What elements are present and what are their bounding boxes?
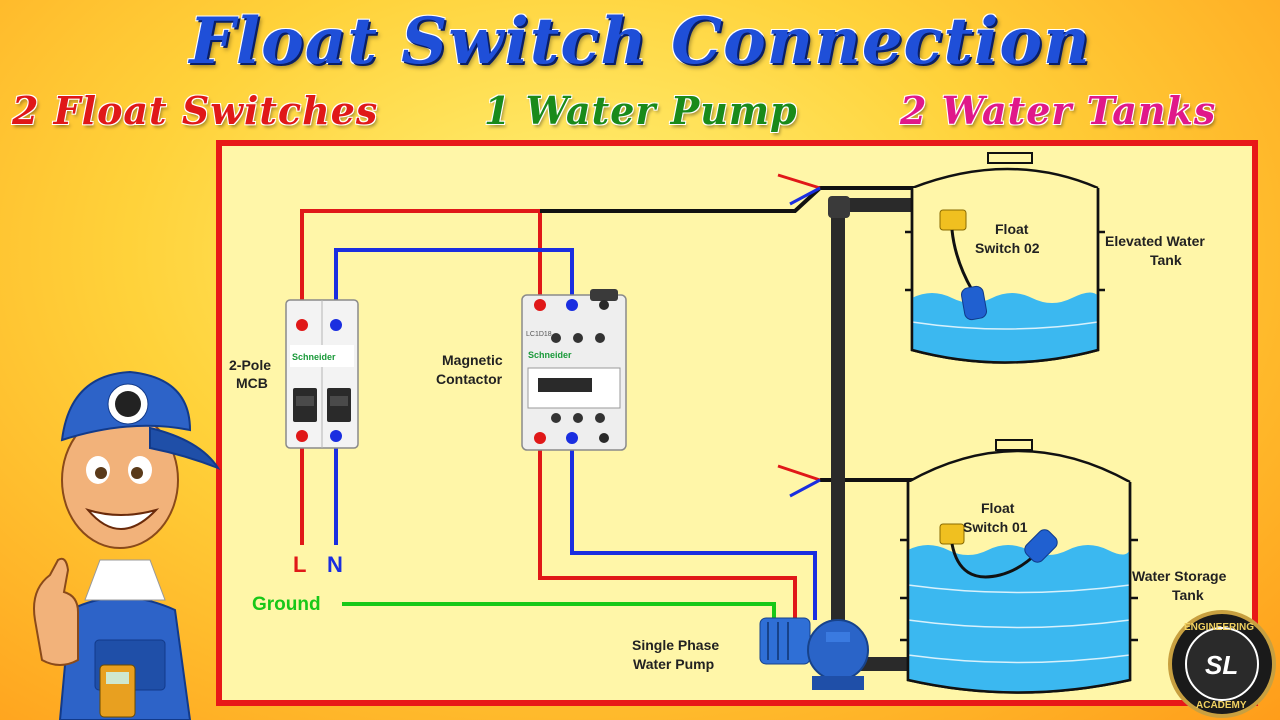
float-switch-02 <box>939 209 988 321</box>
contactor-terminal-top-3 <box>599 300 609 310</box>
float-switch-02-label-line2: Switch 02 <box>975 240 1040 256</box>
storage-tank-label-line2: Tank <box>1172 587 1204 603</box>
contactor-terminal-bottom-2 <box>566 432 578 444</box>
elevated-tank-water <box>912 292 1098 363</box>
float-switch-01 <box>939 523 1058 579</box>
ground-label: Ground <box>252 594 321 615</box>
technician-mascot <box>33 370 221 720</box>
mcb-label-line2: MCB <box>236 375 268 391</box>
mcb: Schneider <box>285 299 359 449</box>
mcb-label-line1: 2-Pole <box>229 357 271 373</box>
pump-label-line2: Water Pump <box>633 656 714 672</box>
elevated-tank-label-line1: Elevated Water <box>1105 233 1205 249</box>
pipe-elbow <box>828 196 850 218</box>
subtitle-water-tanks: 2 Water Tanks <box>900 88 1217 133</box>
page-title: Float Switch Connection <box>189 4 1091 79</box>
logo-monogram: SL <box>1205 650 1238 680</box>
subtitle-float-switches: 2 Float Switches <box>12 88 379 133</box>
contactor-terminal-bottom-3 <box>599 433 609 443</box>
contactor-terminal-bottom-1 <box>534 432 546 444</box>
neutral-wire-contactor-to-pump <box>570 440 817 620</box>
mcb-terminal-bottom-live <box>296 430 308 442</box>
mcb-terminal-top-live <box>296 319 308 331</box>
wires <box>300 186 954 620</box>
live-label: L <box>293 552 306 577</box>
incoming-wire-bottom <box>777 464 821 498</box>
mcb-brand: Schneider <box>292 352 336 362</box>
float-switch-01-label-line1: Float <box>981 500 1015 516</box>
pump-label-line1: Single Phase <box>632 637 719 653</box>
mcb-terminal-top-neutral <box>330 319 342 331</box>
contactor-model: LC1D18 <box>526 331 552 338</box>
contactor-brand: Schneider <box>528 350 572 360</box>
elevated-water-tank <box>905 152 1105 364</box>
neutral-wire-mcb-to-contactor <box>334 248 574 325</box>
engineering-academy-logo: ENGINEERING SL ACADEMY <box>1168 610 1276 718</box>
ground-wire <box>342 602 776 620</box>
storage-tank-water <box>908 545 1130 693</box>
incoming-wire-top <box>777 173 821 206</box>
contactor-terminal-top-1 <box>534 299 546 311</box>
neutral-label: N <box>327 552 343 577</box>
contactor-label-line1: Magnetic <box>442 352 503 368</box>
logo-text-bottom: ACADEMY <box>1196 700 1247 711</box>
contactor-label-line2: Contactor <box>436 371 503 387</box>
magnetic-contactor: LC1D18 Schneider <box>521 289 627 451</box>
pipes <box>831 198 918 671</box>
contactor-terminal-top-2 <box>566 299 578 311</box>
subtitle-water-pump: 1 Water Pump <box>484 88 798 133</box>
mcb-terminal-bottom-neutral <box>330 430 342 442</box>
live-wire-mcb-to-contactor <box>300 209 542 325</box>
water-pump <box>759 617 869 690</box>
live-wire-contactor-to-pump <box>538 440 797 620</box>
float-switch-01-label-line2: Switch 01 <box>963 519 1028 535</box>
riser-pipe <box>831 198 918 640</box>
storage-tank-label-line1: Water Storage <box>1132 568 1227 584</box>
logo-text-top: ENGINEERING <box>1184 622 1254 633</box>
float-switch-02-label-line1: Float <box>995 221 1029 237</box>
elevated-tank-label-line2: Tank <box>1150 252 1182 268</box>
